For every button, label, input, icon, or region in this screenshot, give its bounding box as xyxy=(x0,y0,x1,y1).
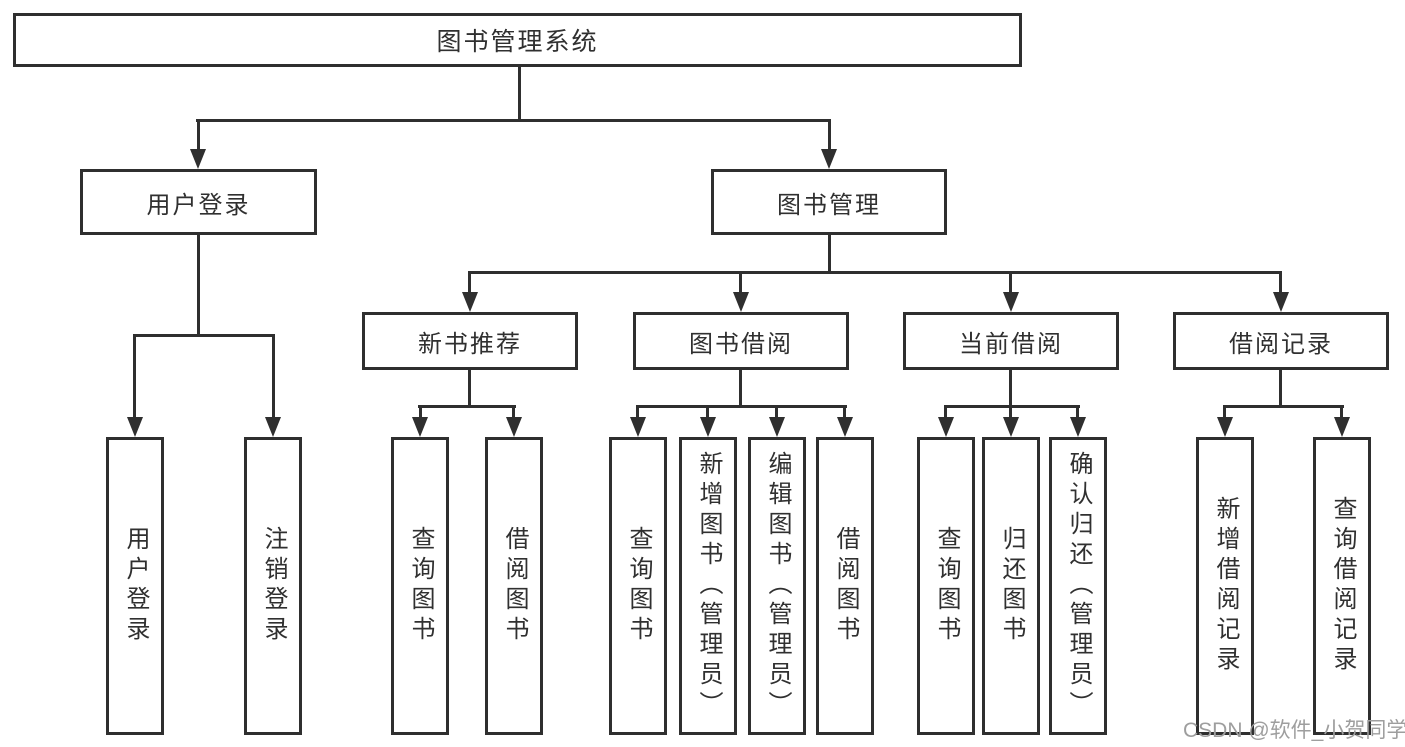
arrow-down-icon xyxy=(1003,417,1019,437)
leaf-borrow-borrow-books: 借阅图书 xyxy=(816,437,874,735)
arrow-down-icon xyxy=(462,292,478,312)
leaf-current-query-books-label: 查询图书 xyxy=(933,526,960,646)
node-new-books: 新书推荐 xyxy=(362,312,578,370)
leaf-borrow-edit-books-admin-label: 编辑图书（管理员） xyxy=(764,451,791,721)
node-root-label: 图书管理系统 xyxy=(436,28,599,56)
connector-hline xyxy=(196,119,831,122)
arrow-down-icon xyxy=(630,417,646,437)
arrow-down-icon xyxy=(837,417,853,437)
leaf-recommend-query-books-label: 查询图书 xyxy=(407,526,434,646)
arrow-down-icon xyxy=(1334,417,1350,437)
arrow-down-icon xyxy=(769,417,785,437)
connector-vline xyxy=(636,405,639,419)
leaf-user-login-label: 用户登录 xyxy=(122,526,149,646)
node-current-borrow: 当前借阅 xyxy=(903,312,1119,370)
connector-hline xyxy=(418,405,516,408)
arrow-down-icon xyxy=(1217,417,1233,437)
connector-vline xyxy=(944,405,947,419)
node-borrow-records: 借阅记录 xyxy=(1173,312,1389,370)
node-user-login: 用户登录 xyxy=(80,169,317,235)
connector-hline xyxy=(1223,405,1344,408)
arrow-down-icon xyxy=(938,417,954,437)
connector-vline xyxy=(468,271,471,294)
connector-vline xyxy=(1009,405,1012,419)
connector-vline xyxy=(512,405,515,419)
leaf-user-login: 用户登录 xyxy=(106,437,164,735)
arrow-down-icon xyxy=(1273,292,1289,312)
connector-vline xyxy=(419,405,422,419)
connector-vline xyxy=(828,119,831,151)
arrow-down-icon xyxy=(412,417,428,437)
node-current-borrow-label: 当前借阅 xyxy=(959,330,1063,358)
arrow-down-icon xyxy=(127,417,143,437)
leaf-logout-label: 注销登录 xyxy=(260,526,287,646)
leaf-records-add-record: 新增借阅记录 xyxy=(1196,437,1254,735)
leaf-recommend-borrow-books-label: 借阅图书 xyxy=(501,526,528,646)
arrow-down-icon xyxy=(821,149,837,169)
connector-vline xyxy=(518,66,521,120)
arrow-down-icon xyxy=(1003,292,1019,312)
leaf-current-return-books: 归还图书 xyxy=(982,437,1040,735)
connector-hline xyxy=(636,405,847,408)
node-user-login-label: 用户登录 xyxy=(146,191,251,219)
leaf-current-confirm-return-admin-label: 确认归还（管理员） xyxy=(1065,451,1092,721)
connector-vline xyxy=(1009,271,1012,294)
node-book-borrow-label: 图书借阅 xyxy=(689,330,793,358)
leaf-borrow-edit-books-admin: 编辑图书（管理员） xyxy=(748,437,806,735)
leaf-current-query-books: 查询图书 xyxy=(917,437,975,735)
leaf-current-return-books-label: 归还图书 xyxy=(998,526,1025,646)
connector-vline xyxy=(1340,405,1343,419)
leaf-borrow-query-books: 查询图书 xyxy=(609,437,667,735)
connector-hline xyxy=(468,271,1282,274)
connector-vline xyxy=(706,405,709,419)
connector-vline xyxy=(468,369,471,406)
connector-vline xyxy=(739,369,742,406)
connector-vline xyxy=(775,405,778,419)
connector-vline xyxy=(1279,271,1282,294)
connector-vline xyxy=(197,119,200,151)
node-borrow-records-label: 借阅记录 xyxy=(1229,330,1333,358)
arrow-down-icon xyxy=(506,417,522,437)
node-book-mgmt-label: 图书管理 xyxy=(777,191,881,219)
connector-vline xyxy=(739,271,742,294)
leaf-borrow-add-books-admin: 新增图书（管理员） xyxy=(679,437,737,735)
connector-vline xyxy=(1009,369,1012,406)
arrow-down-icon xyxy=(733,292,749,312)
leaf-logout: 注销登录 xyxy=(244,437,302,735)
node-book-mgmt: 图书管理 xyxy=(711,169,947,235)
leaf-records-query-record: 查询借阅记录 xyxy=(1313,437,1371,735)
arrow-down-icon xyxy=(700,417,716,437)
connector-hline xyxy=(133,334,275,337)
leaf-borrow-borrow-books-label: 借阅图书 xyxy=(832,526,859,646)
node-book-borrow: 图书借阅 xyxy=(633,312,849,370)
arrow-down-icon xyxy=(265,417,281,437)
connector-vline xyxy=(1279,369,1282,406)
connector-vline xyxy=(843,405,846,419)
connector-vline xyxy=(272,334,275,418)
connector-vline xyxy=(197,234,200,335)
leaf-borrow-add-books-admin-label: 新增图书（管理员） xyxy=(695,451,722,721)
connector-vline xyxy=(133,334,136,418)
leaf-recommend-borrow-books: 借阅图书 xyxy=(485,437,543,735)
leaf-recommend-query-books: 查询图书 xyxy=(391,437,449,735)
leaf-current-confirm-return-admin: 确认归还（管理员） xyxy=(1049,437,1107,735)
watermark: CSDN @软件_小贺同学 xyxy=(1183,719,1405,742)
connector-vline xyxy=(1076,405,1079,419)
arrow-down-icon xyxy=(190,149,206,169)
leaf-records-query-record-label: 查询借阅记录 xyxy=(1329,496,1356,676)
leaf-records-add-record-label: 新增借阅记录 xyxy=(1212,496,1239,676)
connector-vline xyxy=(1223,405,1226,419)
node-root: 图书管理系统 xyxy=(13,13,1022,67)
leaf-borrow-query-books-label: 查询图书 xyxy=(625,526,652,646)
node-new-books-label: 新书推荐 xyxy=(418,330,522,358)
connector-vline xyxy=(828,233,831,272)
arrow-down-icon xyxy=(1070,417,1086,437)
connector-hline xyxy=(944,405,1080,408)
